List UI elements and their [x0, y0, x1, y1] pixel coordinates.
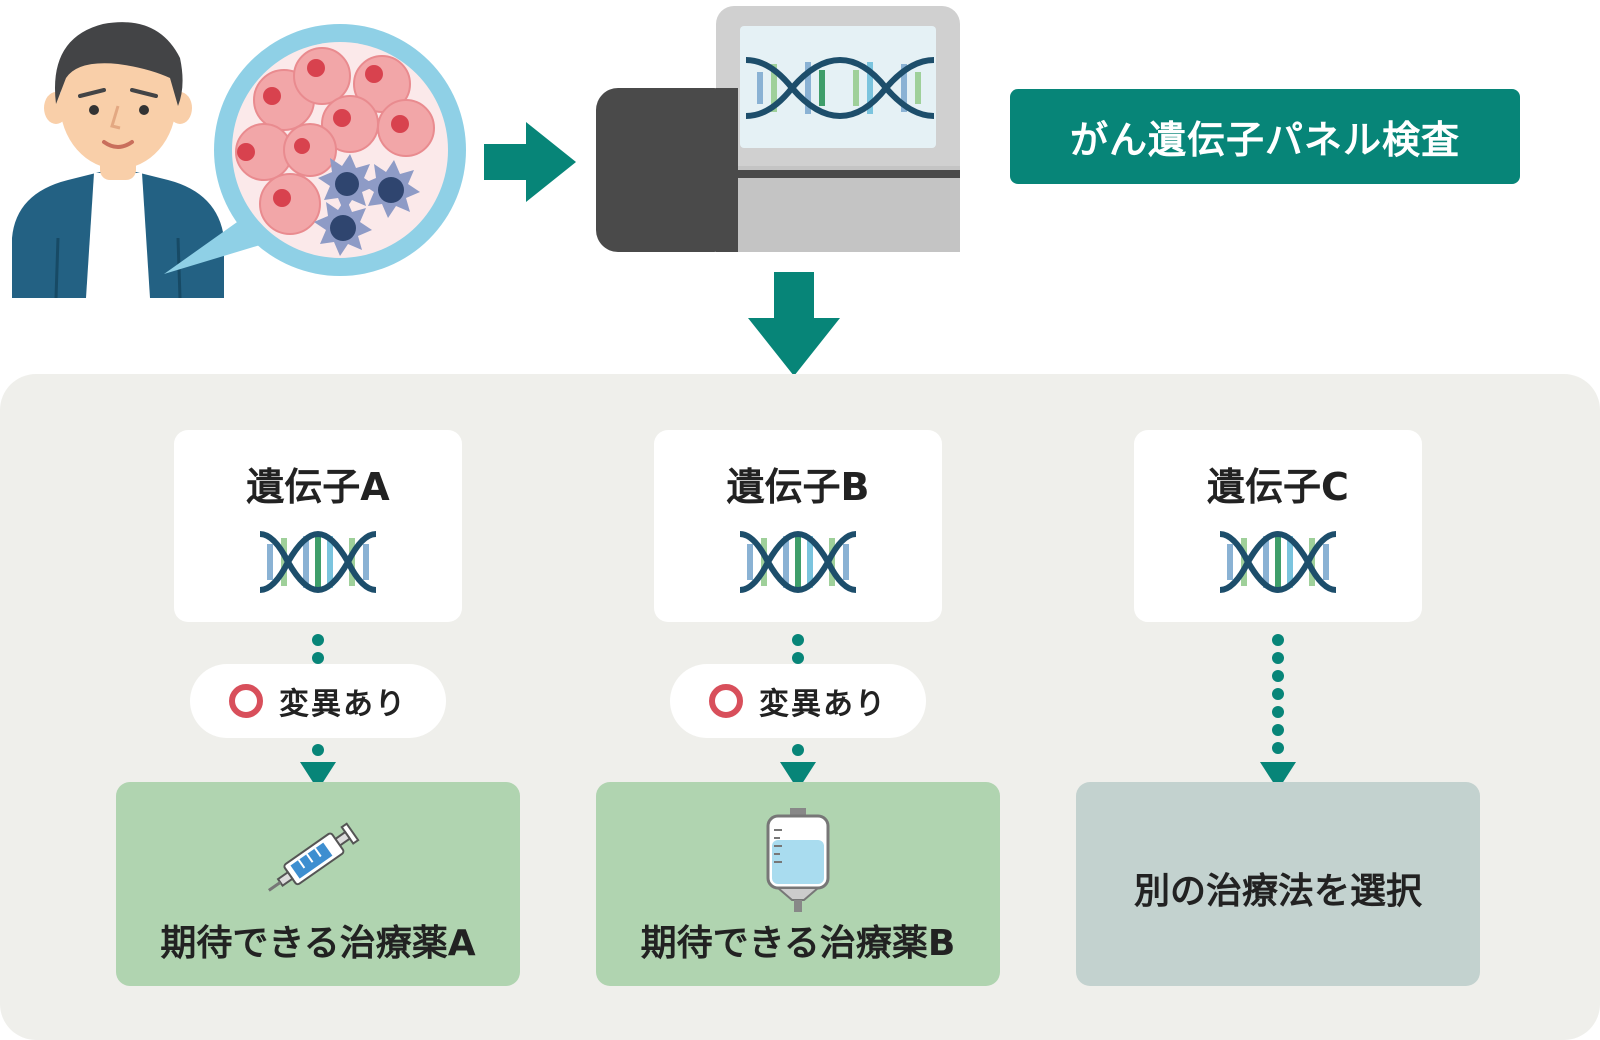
- connector-dot: [1272, 742, 1284, 754]
- result-label: 別の治療法を選択: [1133, 871, 1422, 912]
- circle-marker-icon: [709, 684, 743, 718]
- mutation-status: 変異あり: [759, 687, 887, 722]
- connector-dot: [1272, 634, 1284, 646]
- arrow-head-icon: [780, 762, 816, 790]
- test-name-label: がん遺伝子パネル検査: [1010, 89, 1520, 184]
- connector-dot: [1272, 652, 1284, 664]
- syringe-icon: [267, 822, 360, 892]
- mutation-badge-b: 変異あり: [670, 664, 926, 738]
- gene-card-b: 遺伝子B: [654, 430, 942, 622]
- result-box-c: 別の治療法を選択: [1076, 782, 1480, 986]
- gene-card-c: 遺伝子C: [1134, 430, 1422, 622]
- dna-icon: [739, 530, 857, 594]
- result-box-b: 期待できる治療薬B: [596, 782, 1000, 986]
- right-arrow-icon: [484, 122, 576, 202]
- gene-title: 遺伝子B: [726, 465, 870, 509]
- connector-dot: [1272, 724, 1284, 736]
- result-label: 期待できる治療薬A: [160, 923, 476, 964]
- mutation-status: 変異あり: [279, 687, 407, 722]
- circle-marker-icon: [229, 684, 263, 718]
- patient-icon: [12, 22, 224, 298]
- gene-title: 遺伝子A: [246, 465, 390, 509]
- arrow-head-icon: [300, 762, 336, 790]
- dna-icon: [259, 530, 377, 594]
- down-arrow-icon: [748, 272, 840, 376]
- arrow-head-icon: [1260, 762, 1296, 790]
- connector-dot: [312, 744, 324, 756]
- connector-dot: [792, 634, 804, 646]
- connector-dot: [792, 744, 804, 756]
- dna-icon: [1219, 530, 1337, 594]
- connector-dot: [312, 652, 324, 664]
- connector-dot: [1272, 706, 1284, 718]
- sequencer-icon: [596, 6, 960, 252]
- connector-dot: [312, 634, 324, 646]
- result-label: 期待できる治療薬B: [640, 923, 956, 964]
- connector-dot: [1272, 670, 1284, 682]
- mutation-badge-a: 変異あり: [190, 664, 446, 738]
- result-box-a: 期待できる治療薬A: [116, 782, 520, 986]
- connector-dot: [792, 652, 804, 664]
- iv-bag-icon: [766, 808, 830, 912]
- tumor-cells-icon: [164, 24, 466, 276]
- gene-card-a: 遺伝子A: [174, 430, 462, 622]
- connector-dot: [1272, 688, 1284, 700]
- gene-title: 遺伝子C: [1207, 465, 1349, 509]
